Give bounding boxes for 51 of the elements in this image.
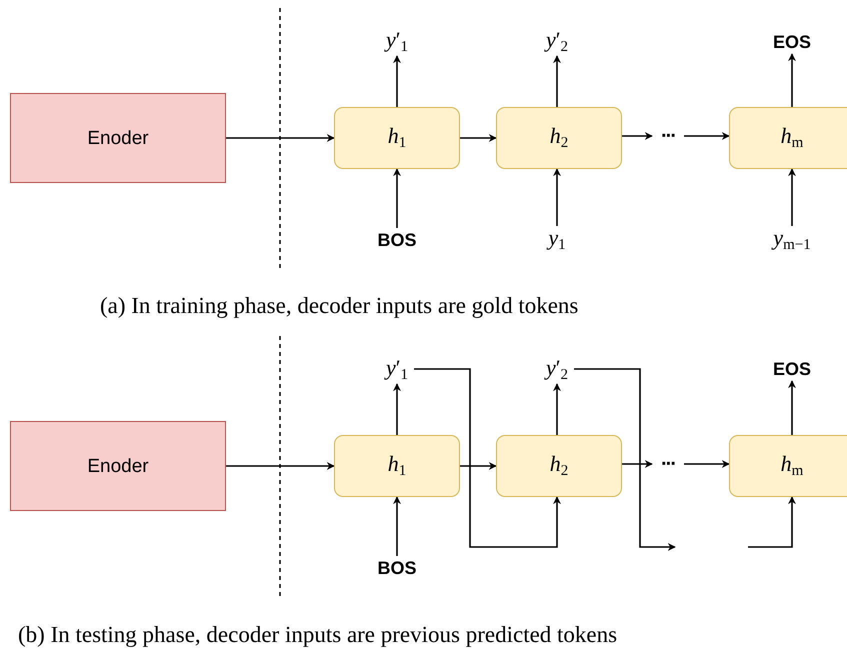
arrow [788, 53, 796, 107]
arrow [622, 460, 653, 468]
arrow [393, 168, 401, 228]
hidden-state-box [729, 435, 847, 497]
arrow [553, 168, 561, 226]
arrow [788, 168, 796, 226]
token-label: BOS [377, 231, 416, 249]
arrow [226, 462, 335, 470]
state-label: h$_{2}$ [550, 125, 568, 151]
arrow [393, 55, 401, 107]
encoder-box [10, 421, 226, 511]
arrow [748, 496, 796, 548]
arrow [414, 368, 561, 548]
hidden-state-box [496, 107, 622, 169]
state-label: h$_{m}$ [780, 453, 804, 479]
box-label: Enoder [87, 456, 149, 476]
arrow [574, 368, 676, 551]
hidden-state-box [496, 435, 622, 497]
hidden-state-box [334, 107, 460, 169]
arrow [393, 383, 401, 435]
arrow [460, 462, 497, 470]
token-label: y′$_{2}$ [546, 357, 568, 383]
token-label: y$_{1}$ [548, 227, 566, 253]
arrow [684, 132, 730, 140]
token-label: y$_{m−1}$ [773, 227, 811, 253]
state-label: h$_{m}$ [780, 125, 804, 151]
hidden-state-box [334, 435, 460, 497]
state-label: h$_{1}$ [388, 125, 406, 151]
state-label: h$_{1}$ [388, 453, 406, 479]
arrow [553, 55, 561, 107]
caption: (a) In training phase, decoder inputs are gold tokens [100, 293, 578, 319]
token-label: y′$_{1}$ [386, 29, 408, 55]
hidden-state-box [729, 107, 847, 169]
token-label: BOS [377, 559, 416, 577]
token-label: y′$_{2}$ [546, 29, 568, 55]
ellipsis-text: ··· [661, 126, 675, 146]
arrow [460, 134, 497, 142]
token-label: EOS [772, 33, 811, 51]
arrow [622, 132, 653, 140]
ellipsis-text: ··· [661, 454, 675, 474]
state-label: h$_{2}$ [550, 453, 568, 479]
arrow [393, 496, 401, 556]
encoder-box [10, 93, 226, 183]
token-label: y′$_{1}$ [386, 357, 408, 383]
arrow [684, 460, 730, 468]
caption: (b) In testing phase, decoder inputs are previous predicted tokens [18, 622, 618, 648]
arrow [226, 134, 335, 142]
box-label: Enoder [87, 128, 149, 148]
arrow [553, 383, 561, 435]
arrow [788, 380, 796, 435]
token-label: EOS [772, 360, 811, 378]
